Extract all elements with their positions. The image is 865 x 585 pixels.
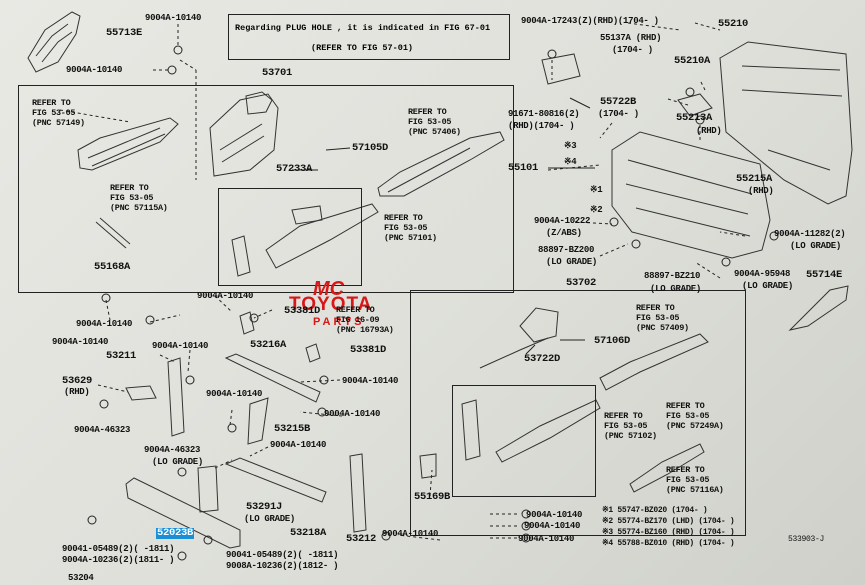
refer-57102[interactable]: REFER TO FIG 53-05 (PNC 57102) (604, 411, 657, 441)
part-9004A-10140[interactable]: 9004A-10140 (52, 337, 109, 347)
part-55213A[interactable]: 55213A (676, 112, 713, 124)
watermark-line-1: MC (313, 278, 345, 300)
part-9004A-11282-note: (LO GRADE) (790, 241, 842, 251)
part-9004A-10140[interactable]: 9004A-10140 (342, 376, 399, 386)
part-9004A-95948[interactable]: 9004A-95948 (734, 269, 791, 279)
part-9004A-46323[interactable]: 9004A-46323 (74, 425, 131, 435)
refer-57149[interactable]: REFER TO FIG 53-05 (PNC 57149) (32, 98, 85, 128)
part-9004A-10140[interactable]: 9004A-10140 (526, 510, 583, 520)
part-55137A-range: (1704- ) (612, 45, 653, 55)
part-91671-note: (RHD)(1704- ) (508, 121, 575, 131)
part-9004A-46323[interactable]: 9004A-46323 (144, 445, 201, 455)
part-53212[interactable]: 53212 (346, 533, 377, 545)
part-53215B[interactable]: 53215B (274, 423, 311, 435)
group-box-53702 (410, 290, 746, 536)
note-line-1: Regarding PLUG HOLE , it is indicated in… (235, 23, 491, 33)
part-9004A-10222-note: (Z/ABS) (546, 228, 582, 238)
group-box-inner-53702 (452, 385, 596, 497)
part-57106D[interactable]: 57106D (594, 335, 631, 347)
part-57233A[interactable]: 57233A (276, 163, 313, 175)
part-91671-80816[interactable]: 91671-80816(2) (508, 109, 580, 119)
part-53629-note: (RHD) (64, 387, 90, 397)
part-9004A-10140[interactable]: 9004A-10140 (66, 65, 123, 75)
figure-number: 533903-J (788, 535, 825, 544)
part-55210[interactable]: 55210 (718, 18, 749, 30)
part-55722B-range: (1704- ) (598, 109, 639, 119)
part-53211[interactable]: 53211 (106, 350, 137, 362)
marker-3: ※3 (564, 141, 577, 151)
part-53291J-note: (LO GRADE) (244, 514, 296, 524)
part-53381D[interactable]: 53381D (350, 344, 387, 356)
part-9004A-10140[interactable]: 9004A-10140 (145, 13, 202, 23)
legend-item-3: ※3 55774-BZ160 (RHD) (1704- ) (602, 528, 735, 537)
part-9004A-11282[interactable]: 9004A-11282(2) (774, 229, 846, 239)
marker-4: ※4 (564, 157, 577, 167)
part-55210A[interactable]: 55210A (674, 55, 711, 67)
part-9004A-10140[interactable]: 9004A-10140 (76, 319, 133, 329)
part-52023B-highlighted[interactable]: 52023B (156, 527, 195, 539)
part-9004A-10140[interactable]: 9004A-10140 (324, 409, 381, 419)
refer-57406[interactable]: REFER TO FIG 53-05 (PNC 57406) (408, 107, 461, 137)
part-53629[interactable]: 53629 (62, 375, 93, 387)
part-9004A-17243[interactable]: 9004A-17243(Z)(RHD)(1704- ) (521, 16, 659, 26)
part-53381D[interactable]: 53381D (284, 305, 321, 317)
refer-57249A[interactable]: REFER TO FIG 53-05 (PNC 57249A) (666, 401, 724, 431)
refer-57101[interactable]: REFER TO FIG 53-05 (PNC 57101) (384, 213, 437, 243)
part-90041-05489[interactable]: 90041-05489(2)( -1811) (62, 544, 175, 554)
part-53701[interactable]: 53701 (262, 67, 293, 79)
part-53722D[interactable]: 53722D (524, 353, 561, 365)
part-9004A-10140[interactable]: 9004A-10140 (270, 440, 327, 450)
part-88897-BZ210[interactable]: 88897-BZ210 (644, 271, 701, 281)
refer-57116A[interactable]: REFER TO FIG 53-05 (PNC 57116A) (666, 465, 724, 495)
part-88897-BZ200[interactable]: 88897-BZ200 (538, 245, 595, 255)
part-9004A-10236[interactable]: 9004A-10236(2)(1811- ) (62, 555, 175, 565)
part-55722B[interactable]: 55722B (600, 96, 637, 108)
watermark-line-2: TOYOTA (289, 294, 373, 315)
part-9004A-10140[interactable]: 9004A-10140 (206, 389, 263, 399)
plug-hole-note: Regarding PLUG HOLE , it is indicated in… (228, 14, 510, 60)
part-90041-05489[interactable]: 90041-05489(2)( -1811) (226, 550, 339, 560)
part-9004A-10140[interactable]: 9004A-10140 (524, 521, 581, 531)
part-55169B[interactable]: 55169B (414, 491, 451, 503)
part-53218A[interactable]: 53218A (290, 527, 327, 539)
part-9004A-10222[interactable]: 9004A-10222 (534, 216, 591, 226)
part-55137A[interactable]: 55137A (RHD) (600, 33, 662, 43)
part-55101[interactable]: 55101 (508, 162, 539, 174)
legend-item-1: ※1 55747-BZ020 (1704- ) (602, 506, 708, 515)
part-55714E[interactable]: 55714E (806, 269, 843, 281)
part-9008A-10236[interactable]: 9008A-10236(2)(1812- ) (226, 561, 339, 571)
legend-item-4: ※4 55788-BZ010 (RHD) (1704- ) (602, 539, 735, 548)
marker-2: ※2 (590, 205, 603, 215)
part-53216A[interactable]: 53216A (250, 339, 287, 351)
part-9004A-10140[interactable]: 9004A-10140 (382, 529, 439, 539)
part-9004A-95948-note: (LO GRADE) (742, 281, 794, 291)
part-55213A-note: (RHD) (696, 126, 722, 136)
part-88897-BZ200-note: (LO GRADE) (546, 257, 598, 267)
part-9004A-10140[interactable]: 9004A-10140 (197, 291, 254, 301)
marker-1: ※1 (590, 185, 603, 195)
note-line-2: (REFER TO FIG 57-01) (311, 43, 414, 53)
part-55215A[interactable]: 55215A (736, 173, 773, 185)
part-53702[interactable]: 53702 (566, 277, 597, 289)
mc-toyota-watermark: MC TOYOTA PARTS (283, 278, 403, 340)
part-53204[interactable]: 53204 (68, 573, 94, 583)
group-box-53701 (18, 85, 514, 293)
part-9004A-10140[interactable]: 9004A-10140 (152, 341, 209, 351)
part-55713E[interactable]: 55713E (106, 27, 143, 39)
part-57105D[interactable]: 57105D (352, 142, 389, 154)
group-box-inner-53701 (218, 188, 362, 286)
part-88897-BZ210-note: (LO GRADE) (650, 284, 702, 294)
part-55215A-note: (RHD) (748, 186, 774, 196)
part-53291J[interactable]: 53291J (246, 501, 283, 513)
refer-57409[interactable]: REFER TO FIG 53-05 (PNC 57409) (636, 303, 689, 333)
part-9004A-46323-note: (LO GRADE) (152, 457, 204, 467)
part-9004A-10140[interactable]: 9004A-10140 (518, 534, 575, 544)
watermark-line-3: PARTS (313, 316, 365, 328)
legend-item-2: ※2 55774-BZ170 (LHD) (1704- ) (602, 517, 735, 526)
refer-57115A[interactable]: REFER TO FIG 53-05 (PNC 57115A) (110, 183, 168, 213)
refer-16793A[interactable]: REFER TO FIG 16-09 (PNC 16793A) (336, 305, 394, 335)
part-55168A[interactable]: 55168A (94, 261, 131, 273)
